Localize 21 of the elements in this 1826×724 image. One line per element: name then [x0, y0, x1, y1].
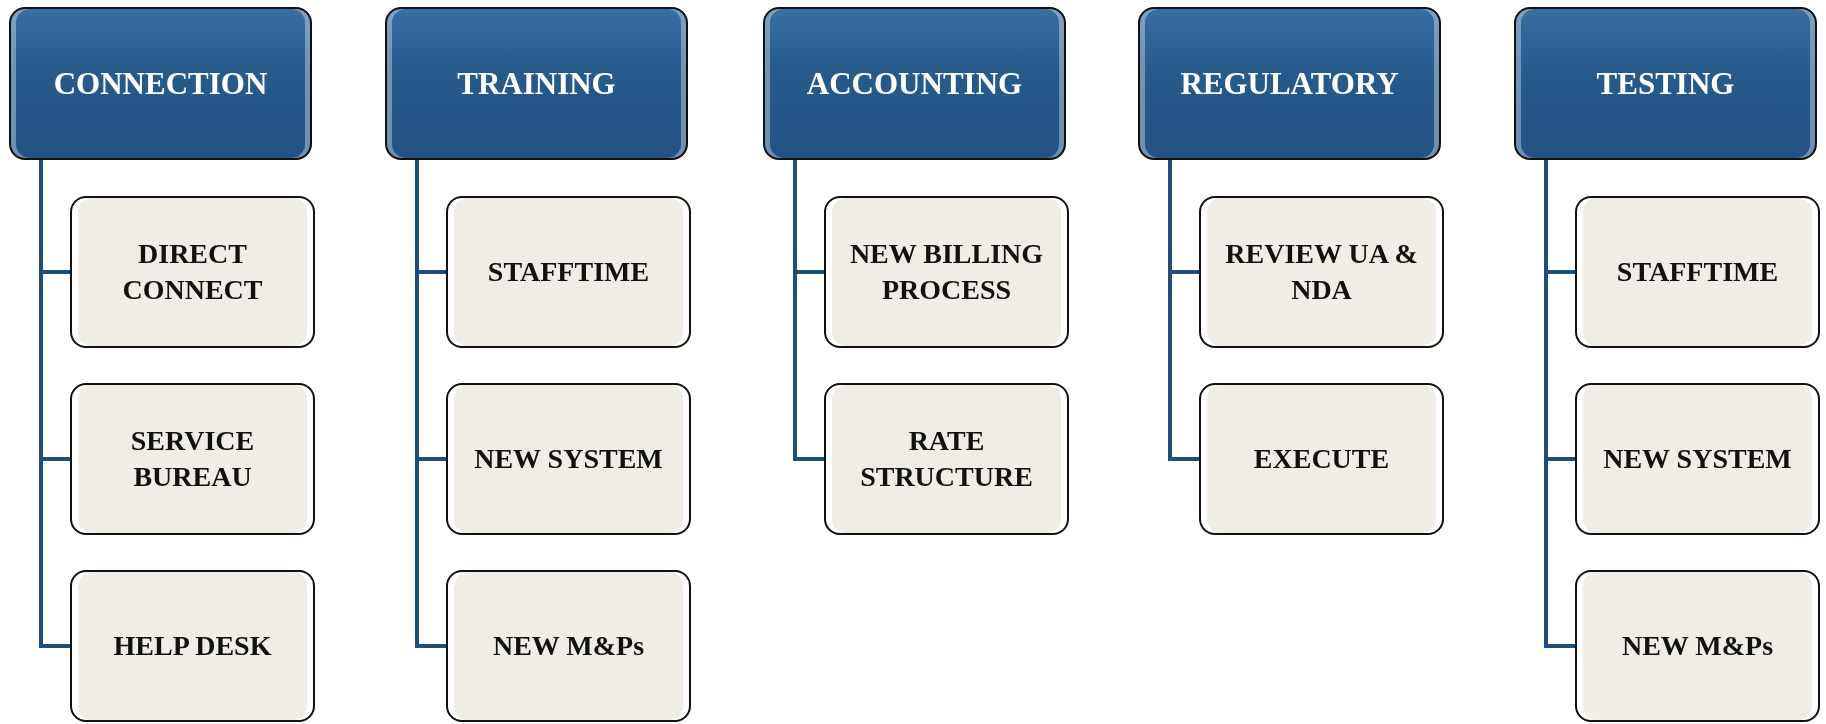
task-box: NEW M&Ps: [1575, 570, 1820, 722]
task-box: NEW BILLING PROCESS: [824, 196, 1069, 348]
task-box: NEW SYSTEM: [1575, 383, 1820, 535]
category-header-box: ACCOUNTING: [763, 7, 1066, 160]
task-box: HELP DESK: [70, 570, 315, 722]
task-box: DIRECT CONNECT: [70, 196, 315, 348]
task-box: NEW M&Ps: [446, 570, 691, 722]
task-box: NEW SYSTEM: [446, 383, 691, 535]
connector-line: [415, 160, 446, 648]
task-box: REVIEW UA & NDA: [1199, 196, 1444, 348]
task-box: STAFFTIME: [446, 196, 691, 348]
category-header-box: CONNECTION: [9, 7, 312, 160]
task-box: EXECUTE: [1199, 383, 1444, 535]
category-header-box: REGULATORY: [1138, 7, 1441, 160]
connector-line: [1544, 160, 1575, 648]
task-box: SERVICE BUREAU: [70, 383, 315, 535]
category-header-box: TRAINING: [385, 7, 688, 160]
task-box: RATE STRUCTURE: [824, 383, 1069, 535]
category-header-box: TESTING: [1514, 7, 1817, 160]
task-box: STAFFTIME: [1575, 196, 1820, 348]
connector-line: [39, 160, 70, 648]
